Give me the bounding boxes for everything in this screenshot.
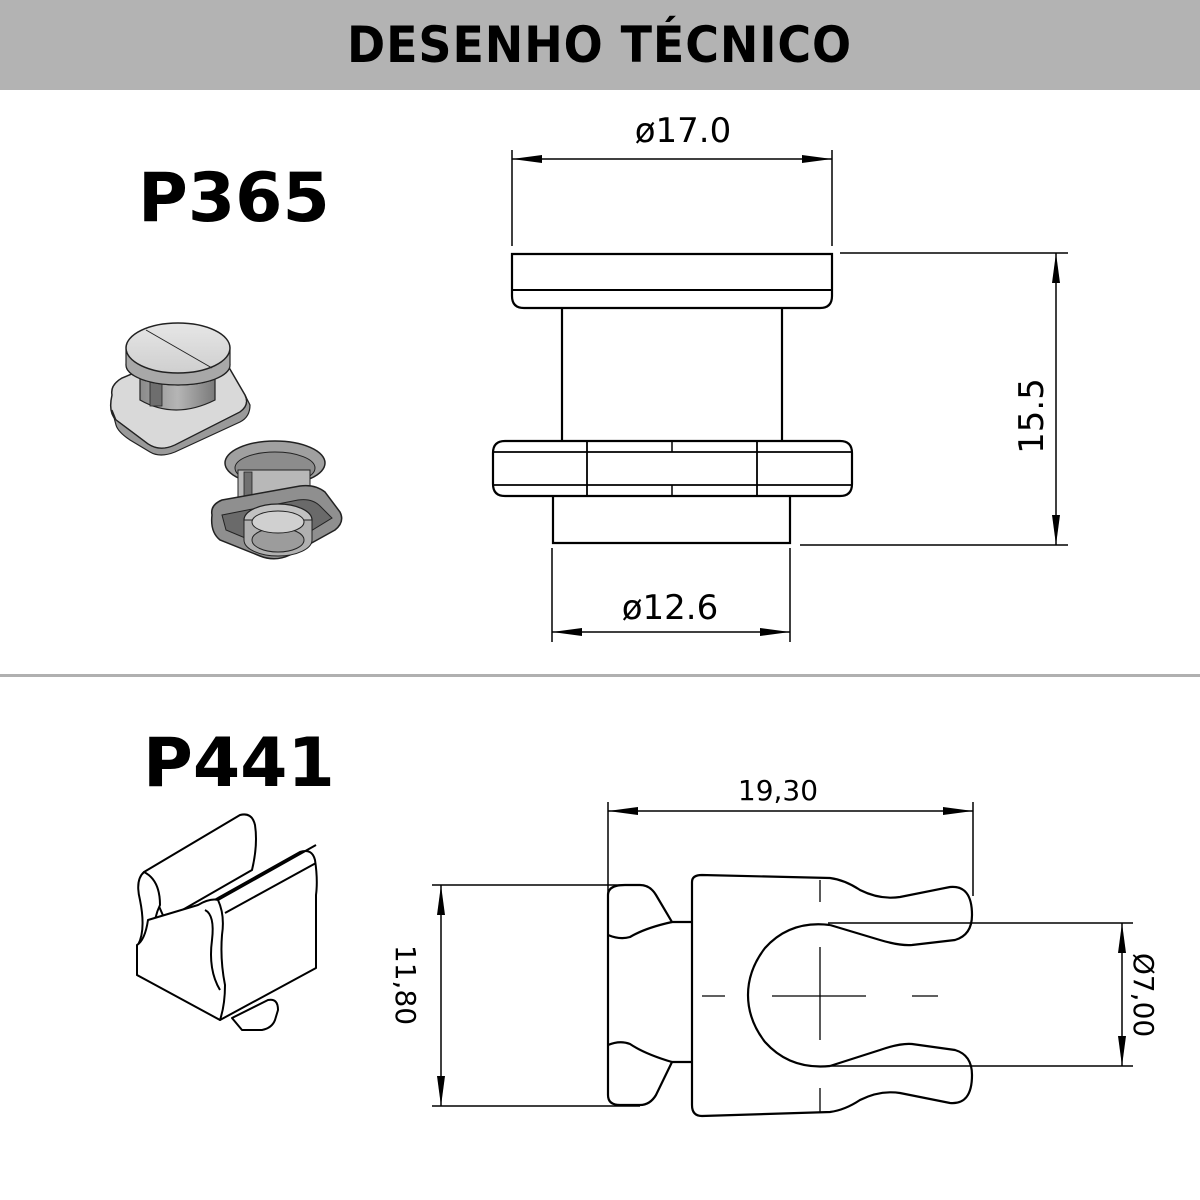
p365-orthographic-view xyxy=(491,252,854,545)
p365-render-top-view xyxy=(109,322,251,456)
dim-label-bottom-diameter: ø12.6 xyxy=(622,588,719,628)
dim-label-width: 19,30 xyxy=(738,774,818,807)
p441-dimension-height xyxy=(432,884,640,1107)
header-banner: DESENHO TÉCNICO xyxy=(0,0,1200,90)
section-divider xyxy=(0,674,1200,677)
dim-label-top-diameter: ø17.0 xyxy=(635,111,732,151)
p365-dimension-top-diameter xyxy=(511,150,833,246)
dim-label-inner-diameter: Ø7,00 xyxy=(1127,953,1160,1037)
page-title: DESENHO TÉCNICO xyxy=(347,16,853,74)
p365-render-bottom-view xyxy=(210,440,343,560)
p441-dimension-width xyxy=(607,802,974,1030)
p441-orthographic-view xyxy=(606,873,974,1118)
p365-dimension-bottom-diameter xyxy=(551,548,791,642)
dim-label-height-p441: 11,80 xyxy=(389,945,422,1025)
p441-centerlines xyxy=(702,880,938,1112)
p441-dimension-inner-diameter xyxy=(828,922,1133,1067)
dim-label-height: 15.5 xyxy=(1012,378,1052,454)
part-code-p441: P441 xyxy=(143,724,335,803)
p441-isometric-drawing xyxy=(136,813,318,1031)
part-code-p365: P365 xyxy=(138,159,330,238)
p365-dimension-height xyxy=(800,252,1068,546)
